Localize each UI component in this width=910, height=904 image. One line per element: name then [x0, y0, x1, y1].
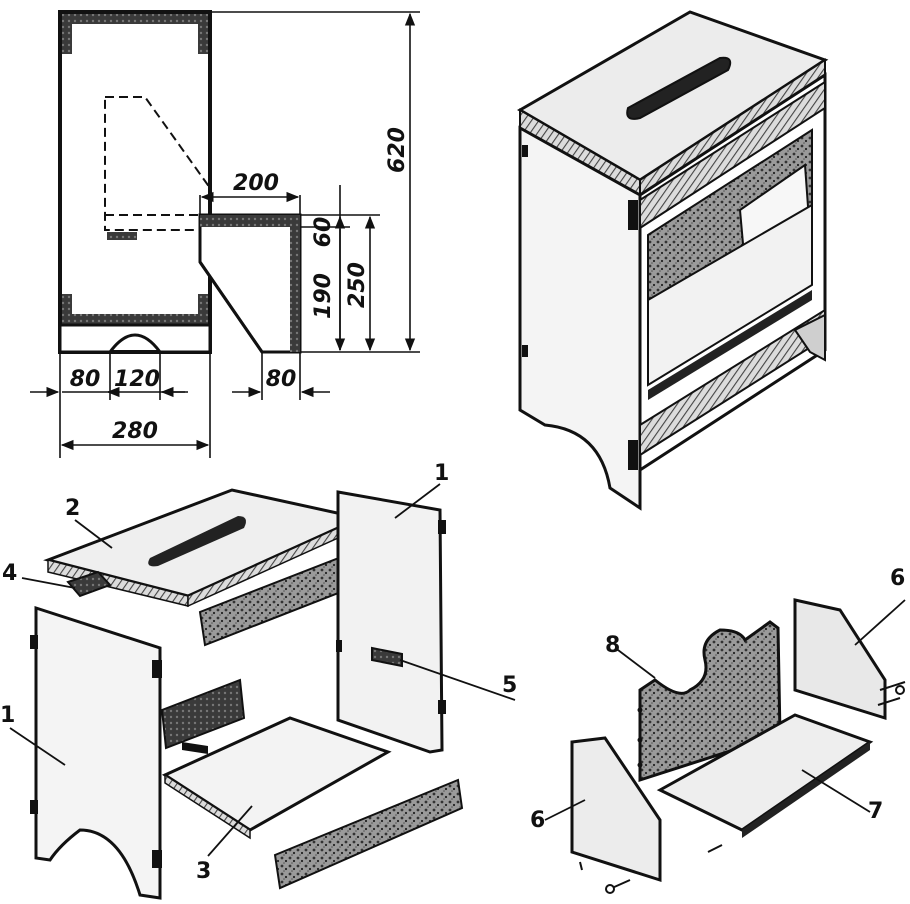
callout-part-2: 2 — [65, 496, 80, 521]
callout-part-7: 7 — [868, 799, 883, 824]
front-bottom-crossbar — [273, 778, 464, 890]
part-5-dowel — [371, 646, 403, 668]
orthographic-drawing: 620 200 250 60 190 80 120 80 280 — [30, 10, 420, 458]
callout-part-5: 5 — [502, 673, 517, 698]
callout-part-1-left: 1 — [0, 703, 15, 728]
dim-step-base: 80 — [266, 367, 297, 392]
dim-step-height: 250 — [345, 262, 370, 308]
callout-part-4: 4 — [2, 561, 17, 586]
callout-part-3: 3 — [196, 859, 211, 884]
dim-step-lower: 190 — [311, 273, 336, 319]
callout-part-1-right: 1 — [434, 461, 449, 486]
dim-step-width: 200 — [233, 171, 279, 196]
callout-part-8: 8 — [605, 633, 620, 658]
callout-part-6-left: 6 — [530, 808, 545, 833]
exploded-stool-view: 2 4 1 1 5 3 — [0, 461, 517, 900]
dim-bottom-offset: 80 — [70, 367, 101, 392]
dim-overall-height: 620 — [385, 127, 410, 173]
step-side-view — [198, 213, 302, 354]
screws — [579, 844, 723, 894]
dim-overall-width: 280 — [112, 419, 158, 444]
exploded-step-view: 8 6 6 7 — [530, 566, 906, 894]
assembled-stool-view — [517, 10, 829, 511]
part-8-back-board — [638, 620, 782, 783]
middle-crossbar — [160, 678, 246, 750]
dim-step-top-board: 60 — [311, 217, 336, 248]
part-1-right-side-panel — [336, 490, 446, 754]
dimension-lines — [30, 11, 420, 458]
stool-front-view — [58, 10, 212, 354]
part-6-right-side — [793, 598, 887, 721]
callout-part-6-right: 6 — [890, 566, 905, 591]
dim-arch-width: 120 — [114, 367, 160, 392]
part-6-left-side — [570, 736, 662, 883]
part-1-left-side-panel — [30, 605, 162, 900]
part-2-top-board — [43, 488, 365, 608]
part-4-block — [66, 570, 112, 598]
